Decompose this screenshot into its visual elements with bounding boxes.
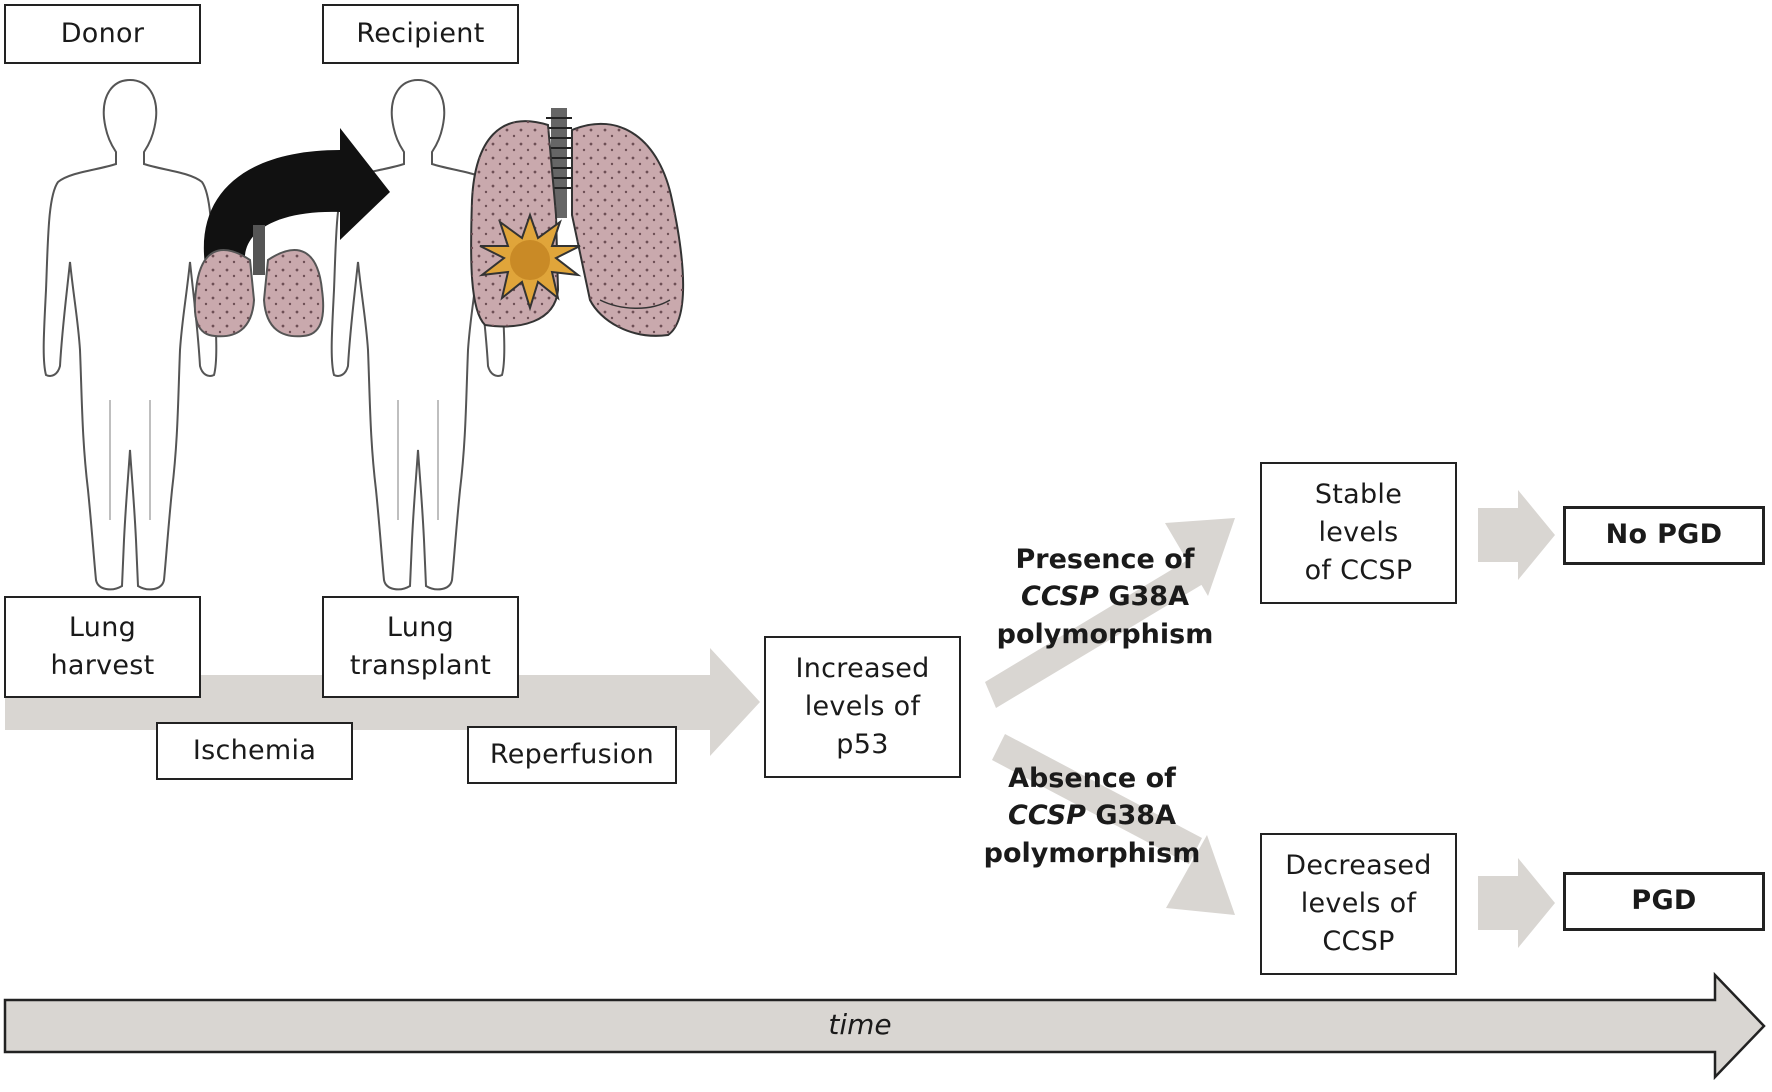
donor-box: Donor [4,4,201,64]
presence-gene: CCSP [1021,581,1099,613]
lung-transplant-box: Lung transplant [322,596,519,698]
absence-line-1: Absence of [1008,763,1176,794]
stable-line-3: of CCSP [1304,555,1413,587]
decreased-to-pgd-arrow [1478,858,1555,948]
stable-line-1: Stable [1314,478,1403,510]
p53-line-1: Increased [795,652,930,684]
presence-variant: G38A [1098,581,1189,613]
recipient-label: Recipient [356,17,485,49]
stable-to-nopgd-arrow [1478,490,1555,580]
decreased-line-3: CCSP [1322,926,1395,958]
ischemia-label: Ischemia [192,734,317,766]
reperfusion-box: Reperfusion [467,726,677,784]
decreased-ccsp-box: Decreased levels of CCSP [1260,833,1457,975]
time-label: time [828,1008,892,1041]
presence-label: Presence of CCSP G38A polymorphism [985,541,1225,653]
absence-gene: CCSP [1008,800,1086,832]
decreased-line-1: Decreased [1285,849,1432,881]
stable-line-2: levels [1318,516,1399,548]
presence-line-1: Presence of [1015,544,1195,575]
time-arrow [3,971,1766,1081]
no-pgd-label: No PGD [1605,519,1723,551]
recipient-box: Recipient [322,4,519,64]
absence-line-2: CCSP G38A [972,797,1212,834]
injury-burst-icon [478,211,582,312]
lung-harvest-line-2: harvest [50,650,155,681]
no-pgd-box: No PGD [1563,506,1765,565]
pgd-box: PGD [1563,872,1765,931]
decreased-line-2: levels of [1300,887,1417,919]
presence-line-3: polymorphism [996,618,1214,650]
p53-line-2: levels of [804,690,921,722]
presence-branch-arrow [985,518,1235,708]
transfer-arrow-icon [203,128,390,265]
lung-transplant-line-1: Lung [386,611,455,643]
lung-harvest-box: Lung harvest [4,596,201,698]
absence-branch-arrow [992,734,1235,915]
ischemia-box: Ischemia [156,722,353,780]
donor-label: Donor [60,17,145,49]
p53-line-3: p53 [836,729,889,761]
p53-box: Increased levels of p53 [764,636,961,778]
lung-transplant-line-2: transplant [349,650,492,681]
transplanted-lung-icon [470,108,685,337]
absence-line-3: polymorphism [983,837,1201,869]
pgd-label: PGD [1631,885,1697,917]
lung-harvest-line-1: Lung [68,611,137,643]
donor-figure-icon [42,78,218,591]
donor-lung-icon [193,225,325,338]
stable-ccsp-box: Stable levels of CCSP [1260,462,1457,604]
absence-label: Absence of CCSP G38A polymorphism [972,760,1212,872]
presence-line-2: CCSP G38A [985,578,1225,615]
absence-variant: G38A [1085,800,1176,832]
reperfusion-label: Reperfusion [489,738,655,770]
